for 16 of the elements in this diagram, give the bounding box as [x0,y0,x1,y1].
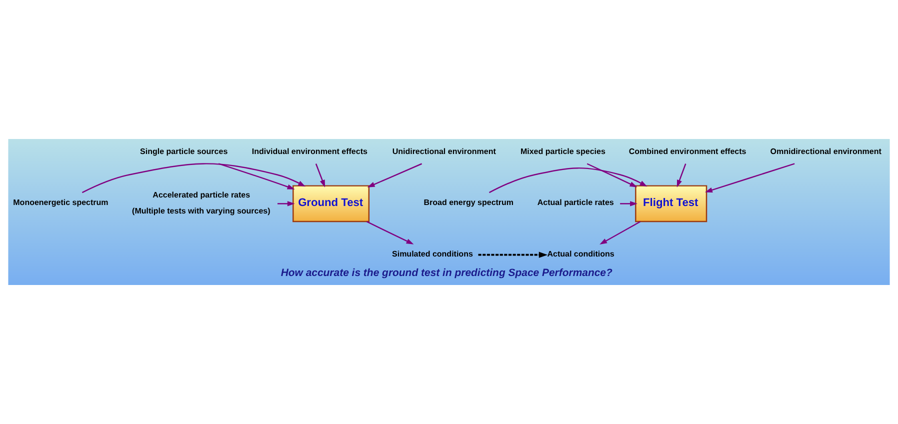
arrow [315,164,326,188]
arrow [488,167,648,194]
arrow [586,163,638,188]
node-box: Flight Test [635,185,708,222]
arrow [82,163,306,194]
node-box: Ground Test [292,185,370,222]
caption: How accurate is the ground test in predicting Space Performance? [280,268,612,280]
arrow [620,201,638,206]
arrow [218,163,295,190]
arrow [367,163,422,188]
arrow [704,163,795,192]
arrow [366,221,414,244]
arrow [478,252,548,258]
arrow [277,201,295,206]
arrow [600,221,641,245]
arrow [676,164,686,188]
